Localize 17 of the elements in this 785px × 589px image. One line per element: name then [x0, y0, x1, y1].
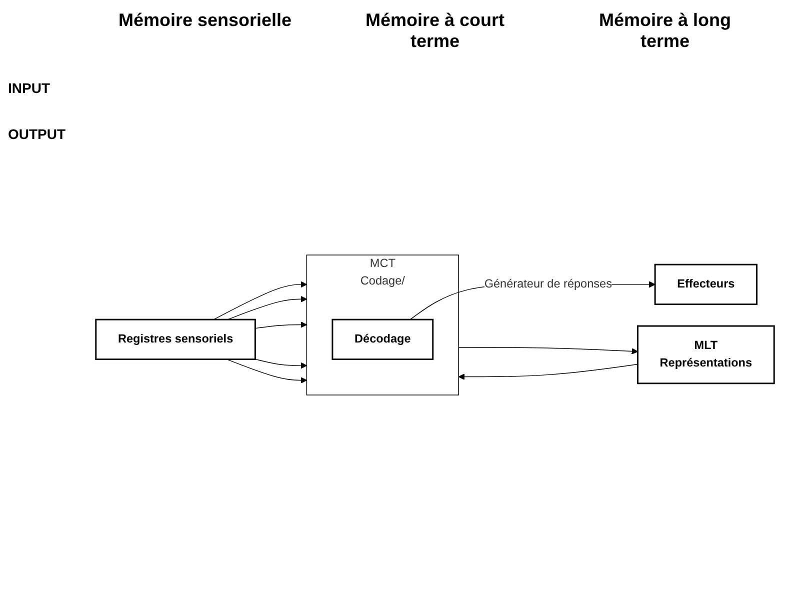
column-heading: Mémoire à court terme [364, 10, 506, 52]
arrow [227, 296, 307, 320]
column-heading: Mémoire à long terme [598, 10, 732, 52]
arrow [213, 281, 307, 320]
node-box: Effecteurs [654, 264, 758, 306]
node-box: Décodage [332, 318, 434, 360]
arrow [458, 364, 638, 380]
arrow [254, 321, 307, 329]
arrow [458, 346, 638, 354]
node-box: Registres sensoriels [95, 318, 256, 360]
column-heading: Mémoire sensorielle [117, 10, 293, 32]
edge-label: Générateur de réponses [484, 278, 612, 290]
arrow [254, 358, 307, 369]
node-box: MLT Représentations [637, 325, 775, 384]
arrow [226, 358, 307, 384]
row-label: OUTPUT [8, 126, 67, 142]
row-label: INPUT [8, 80, 51, 96]
